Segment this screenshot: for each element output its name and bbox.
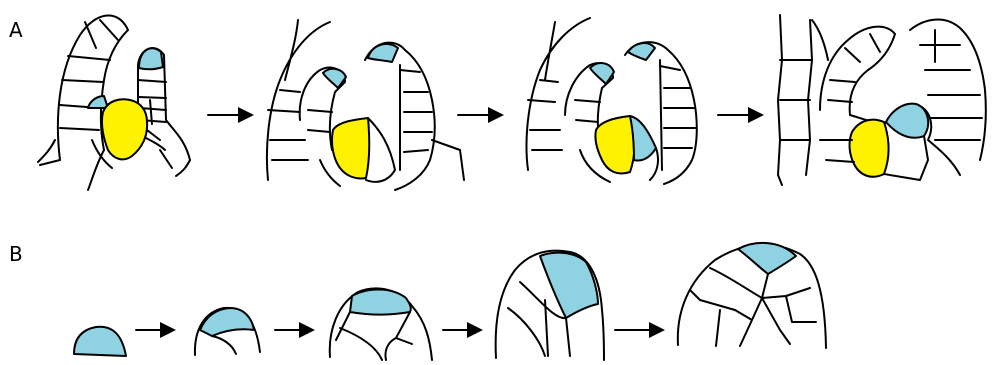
yellow-cell — [850, 120, 889, 177]
apical-cell — [630, 116, 656, 161]
row-a-stage-4 — [778, 15, 986, 185]
apical-cell — [368, 44, 398, 62]
yellow-cell — [332, 118, 369, 179]
row-b-stage-1 — [74, 327, 126, 356]
apical-cell — [74, 327, 126, 356]
apical-cell — [200, 308, 254, 336]
yellow-cell — [102, 99, 147, 159]
row-b-stage-4 — [496, 251, 604, 360]
apical-cell — [628, 43, 655, 60]
apical-cell — [886, 104, 928, 138]
row-b-stage-2 — [195, 308, 260, 355]
yellow-cell — [595, 116, 634, 174]
apical-cell — [540, 253, 598, 318]
row-b-stage-5 — [678, 243, 826, 348]
apical-cell — [350, 290, 411, 315]
row-b-stage-3 — [330, 288, 432, 360]
row-a-stage-1 — [38, 15, 190, 190]
apical-cell — [88, 96, 108, 108]
row-a-stage-3 — [527, 18, 697, 184]
row-a-stage-2 — [267, 20, 464, 190]
